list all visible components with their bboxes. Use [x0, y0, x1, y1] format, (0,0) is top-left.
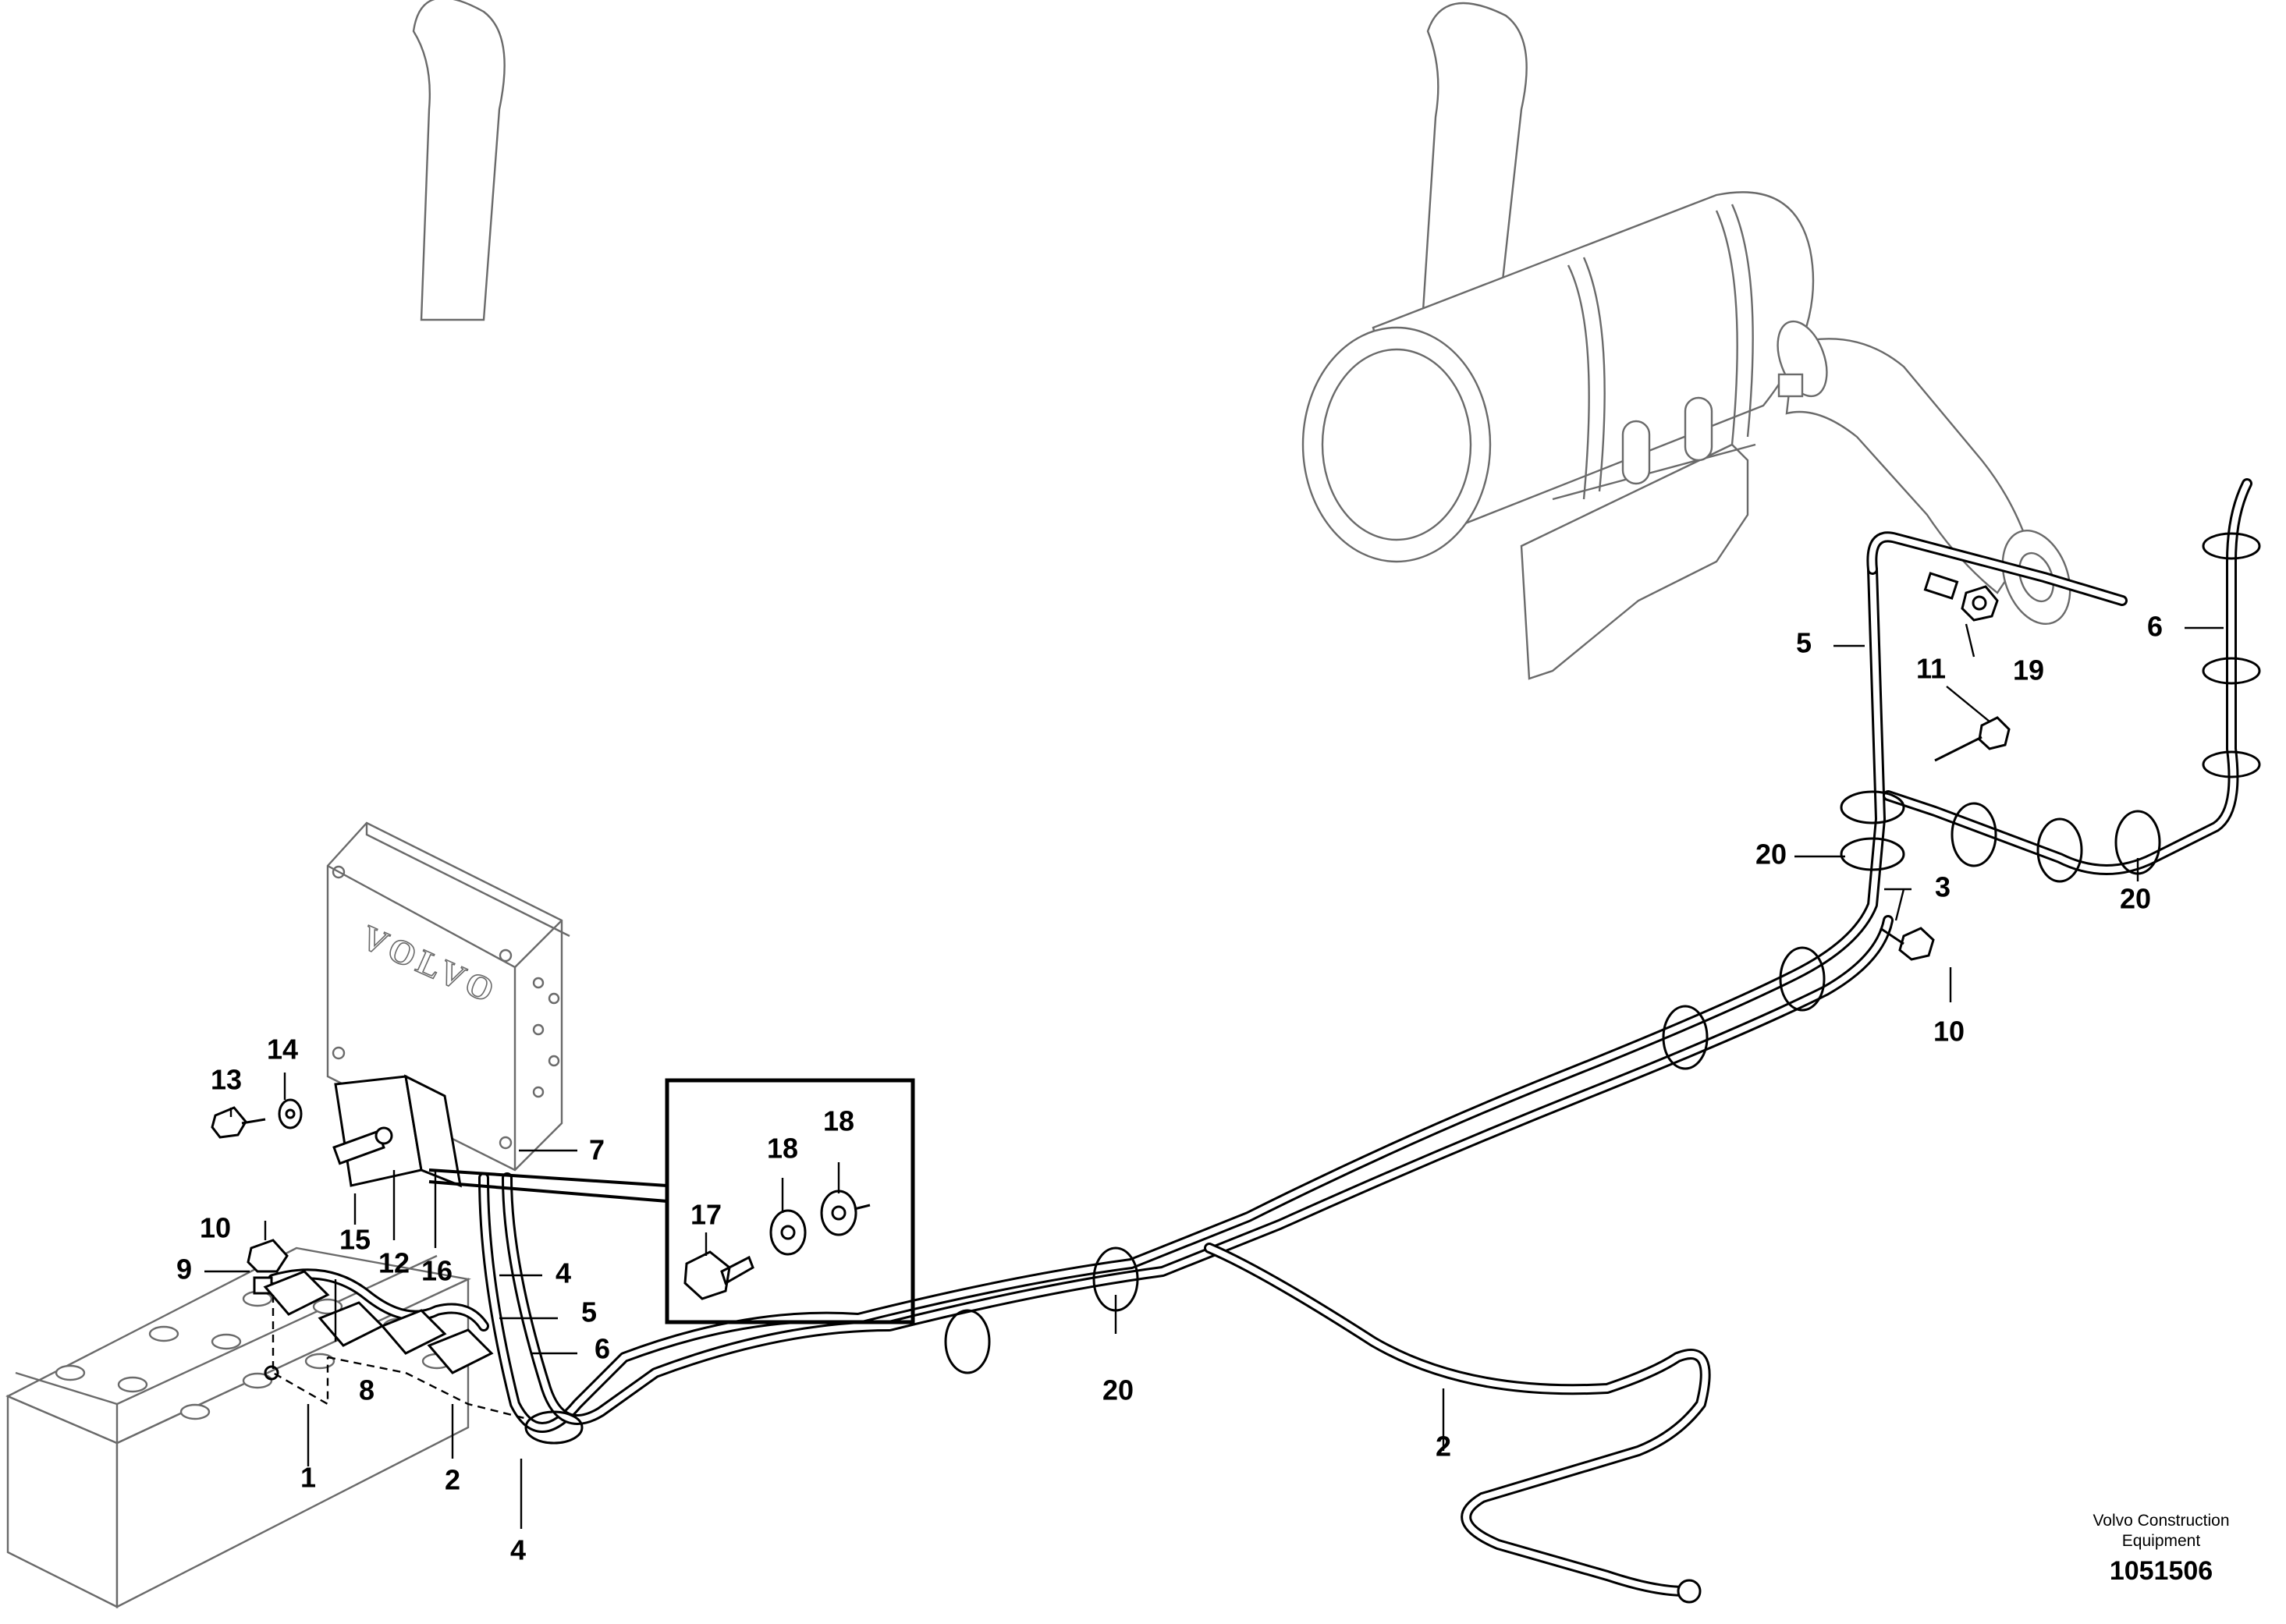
callout-20: 20 — [2120, 883, 2151, 915]
callout-4: 4 — [556, 1257, 571, 1289]
callout-2: 2 — [1436, 1431, 1451, 1463]
callout-5: 5 — [581, 1296, 597, 1328]
callout-12: 12 — [378, 1247, 410, 1279]
callout-13: 13 — [211, 1064, 242, 1096]
drawing-number: 1051506 — [2110, 1556, 2213, 1586]
callout-11: 11 — [1916, 653, 1946, 685]
callout-15: 15 — [339, 1224, 371, 1256]
company-name-line2: Equipment — [2122, 1532, 2201, 1550]
callout-1: 1 — [300, 1462, 316, 1494]
small-parts — [211, 585, 2011, 1421]
callout-10: 10 — [200, 1212, 231, 1244]
wiring-harness — [268, 478, 2261, 1604]
callout-4: 4 — [510, 1534, 526, 1566]
leader-lines — [204, 623, 2224, 1529]
callout-8: 8 — [359, 1374, 374, 1406]
callout-labels: 1 2 2 3 4 4 5 5 6 6 7 8 9 10 10 11 12 13… — [176, 611, 2163, 1566]
battery-pack — [5, 1246, 471, 1608]
callout-10: 10 — [1933, 1016, 1965, 1048]
muffler-assembly — [412, 0, 2071, 680]
callout-17: 17 — [690, 1199, 722, 1231]
callout-18: 18 — [767, 1133, 798, 1165]
callout-20: 20 — [1102, 1374, 1134, 1406]
callout-6: 6 — [595, 1333, 610, 1365]
callout-16: 16 — [421, 1255, 453, 1287]
callout-14: 14 — [267, 1034, 298, 1066]
callout-7: 7 — [589, 1134, 605, 1166]
callout-18: 18 — [823, 1105, 854, 1137]
callout-6: 6 — [2147, 611, 2163, 643]
detail-inset — [428, 1078, 915, 1324]
callout-20: 20 — [1755, 839, 1787, 871]
callout-3: 3 — [1935, 871, 1951, 903]
callout-9: 9 — [176, 1253, 192, 1285]
company-name-line1: Volvo Construction — [2093, 1512, 2229, 1530]
callout-5: 5 — [1796, 627, 1812, 659]
callout-19: 19 — [2013, 654, 2044, 686]
callout-2: 2 — [445, 1464, 460, 1496]
drawing-footer: Volvo Construction Equipment 1051506 — [2093, 1512, 2229, 1586]
